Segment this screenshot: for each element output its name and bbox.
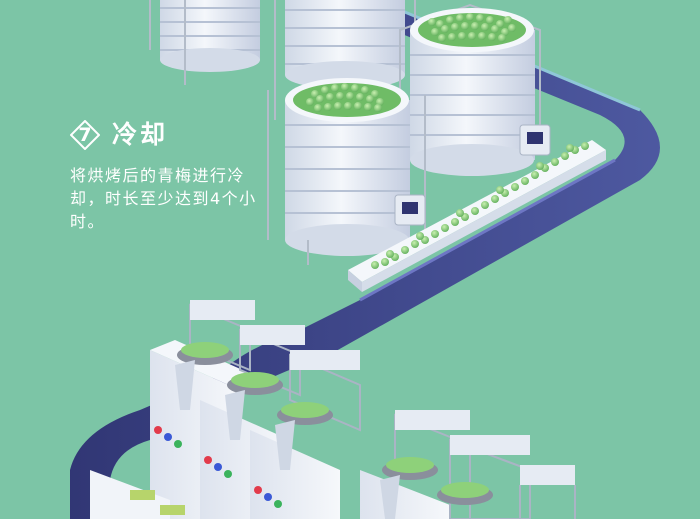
cooling-tank: [149, 0, 260, 85]
step-description: 将烘烤后的青梅进行冷却，时长至少达到4个小时。: [70, 166, 257, 231]
diamond-frame-icon: [70, 120, 100, 150]
cooling-tray: [348, 140, 606, 292]
cooling-tank: [267, 78, 426, 265]
plum-pile: [306, 83, 384, 112]
plum-pile: [428, 13, 516, 42]
bottom-machines-left: [90, 300, 361, 519]
bottom-machines-right: [360, 410, 576, 519]
step-info: 7 冷却 将烘烤后的青梅进行冷却，时长至少达到4个小时。: [70, 120, 270, 233]
step-title: 冷却: [112, 120, 169, 149]
step-header: 7 冷却: [70, 120, 270, 150]
plum-row: [371, 142, 589, 269]
cooling-tank: [399, 3, 551, 177]
step-number-badge: 7: [70, 120, 100, 150]
step-number: 7: [78, 124, 92, 146]
